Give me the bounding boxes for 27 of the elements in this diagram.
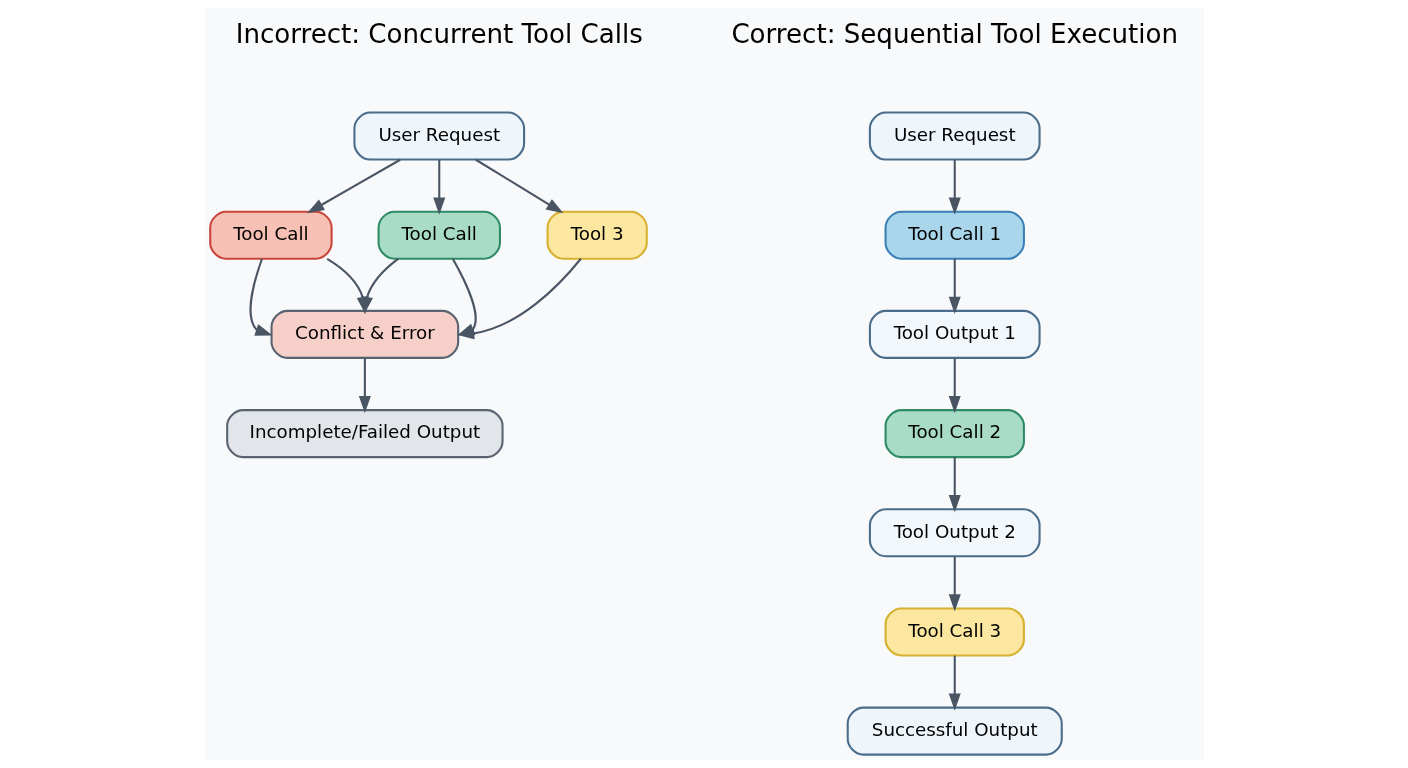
arrow <box>948 358 961 414</box>
arrow <box>948 159 961 215</box>
node-box: Tool Call <box>208 210 333 260</box>
arrow <box>358 358 371 414</box>
arrow <box>306 158 401 214</box>
arrow <box>249 258 273 336</box>
arrow <box>948 457 961 513</box>
node-box: Tool 3 <box>546 210 648 260</box>
label: Correct: Sequential Tool Execution <box>730 19 1178 50</box>
node-box: Successful Output <box>846 706 1063 756</box>
arrow <box>360 258 399 315</box>
node-box: Conflict & Error <box>270 309 459 359</box>
node-box: Tool Call <box>377 210 501 260</box>
arrow <box>474 158 563 214</box>
arrow <box>948 258 961 314</box>
node-box: Tool Output 2 <box>868 508 1041 558</box>
node-box: Tool Call 1 <box>884 210 1025 260</box>
node-box: User Request <box>868 111 1041 161</box>
arrow <box>948 655 961 711</box>
node-box: Tool Output 1 <box>868 309 1041 359</box>
node-box: Tool Call 2 <box>884 409 1025 459</box>
label: Incorrect: Concurrent Tool Calls <box>235 19 643 50</box>
arrow <box>948 556 961 612</box>
node-box: Tool Call 3 <box>884 607 1025 657</box>
node-box: User Request <box>352 111 525 161</box>
node-box: Incomplete/Failed Output <box>225 409 504 459</box>
arrow <box>432 159 445 215</box>
